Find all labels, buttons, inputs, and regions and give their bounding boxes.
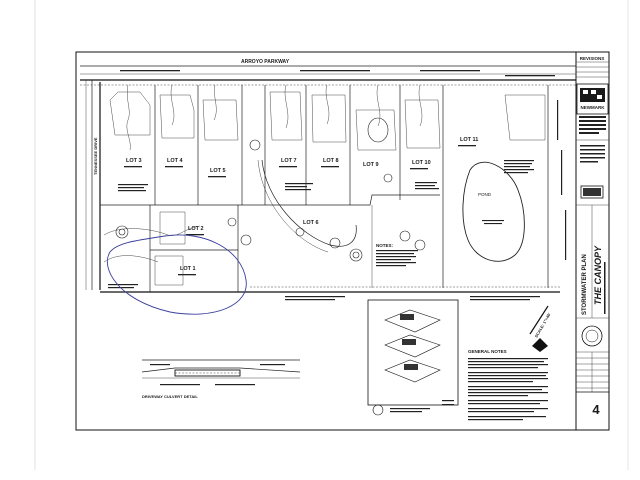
lot-lines xyxy=(100,85,560,293)
lot-label: LOT 11 xyxy=(460,137,478,143)
lot-label: LOT 1 xyxy=(180,266,196,272)
lot-label: LOT 2 xyxy=(188,226,204,232)
north-arrow-icon xyxy=(532,338,548,352)
general-notes-label: GENERAL NOTES xyxy=(468,349,507,354)
lot-label: LOT 7 xyxy=(281,158,297,164)
markup-ellipse xyxy=(106,234,247,315)
grading-detail xyxy=(367,299,459,416)
pond-label: POND xyxy=(478,192,492,197)
sheet-number: 4 xyxy=(592,402,600,417)
revisions-label: REVISIONS xyxy=(580,56,605,61)
firm-name: NEWMARK xyxy=(581,105,606,110)
tree-symbols xyxy=(115,139,426,262)
house-footprints xyxy=(103,84,546,286)
title-block: REVISIONS NEWMARK STORMWATER PLA xyxy=(575,51,610,431)
lot-label: LOT 9 xyxy=(363,162,379,168)
lot-labels: LOT 3 LOT 4 LOT 5 LOT 7 LOT 8 LOT 9 LOT … xyxy=(126,137,478,272)
project-name: THE CANOPY xyxy=(593,245,603,305)
sheet-title: STORMWATER PLAN xyxy=(582,254,588,315)
lot-area-text xyxy=(124,145,476,276)
tennessee-drive: TENNESSEE DRIVE xyxy=(85,80,101,290)
pond: POND xyxy=(462,161,525,262)
notes-label: NOTES: xyxy=(376,243,394,248)
seal-icon xyxy=(580,185,604,199)
lot-label: LOT 5 xyxy=(210,168,226,174)
notes-callout: NOTES: xyxy=(376,243,418,267)
engineer-seal-icon xyxy=(581,325,603,347)
lot-label: LOT 8 xyxy=(323,158,339,164)
lot-label: LOT 4 xyxy=(167,158,184,164)
retention-area xyxy=(367,117,389,143)
lot-label: LOT 10 xyxy=(412,160,431,166)
street-top-label: ARROYO PARKWAY xyxy=(241,59,290,65)
culvert-detail-label: DRIVEWAY CULVERT DETAIL xyxy=(142,394,198,399)
right-dimensions xyxy=(557,100,567,260)
culvert-detail: DRIVEWAY CULVERT DETAIL xyxy=(141,359,301,399)
arroyo-parkway: ARROYO PARKWAY xyxy=(80,59,576,86)
street-left-label: TENNESSEE DRIVE xyxy=(93,137,98,175)
general-notes: GENERAL NOTES xyxy=(468,349,548,421)
lot-label: LOT 3 xyxy=(126,158,142,164)
lot-label: LOT 6 xyxy=(303,220,319,226)
